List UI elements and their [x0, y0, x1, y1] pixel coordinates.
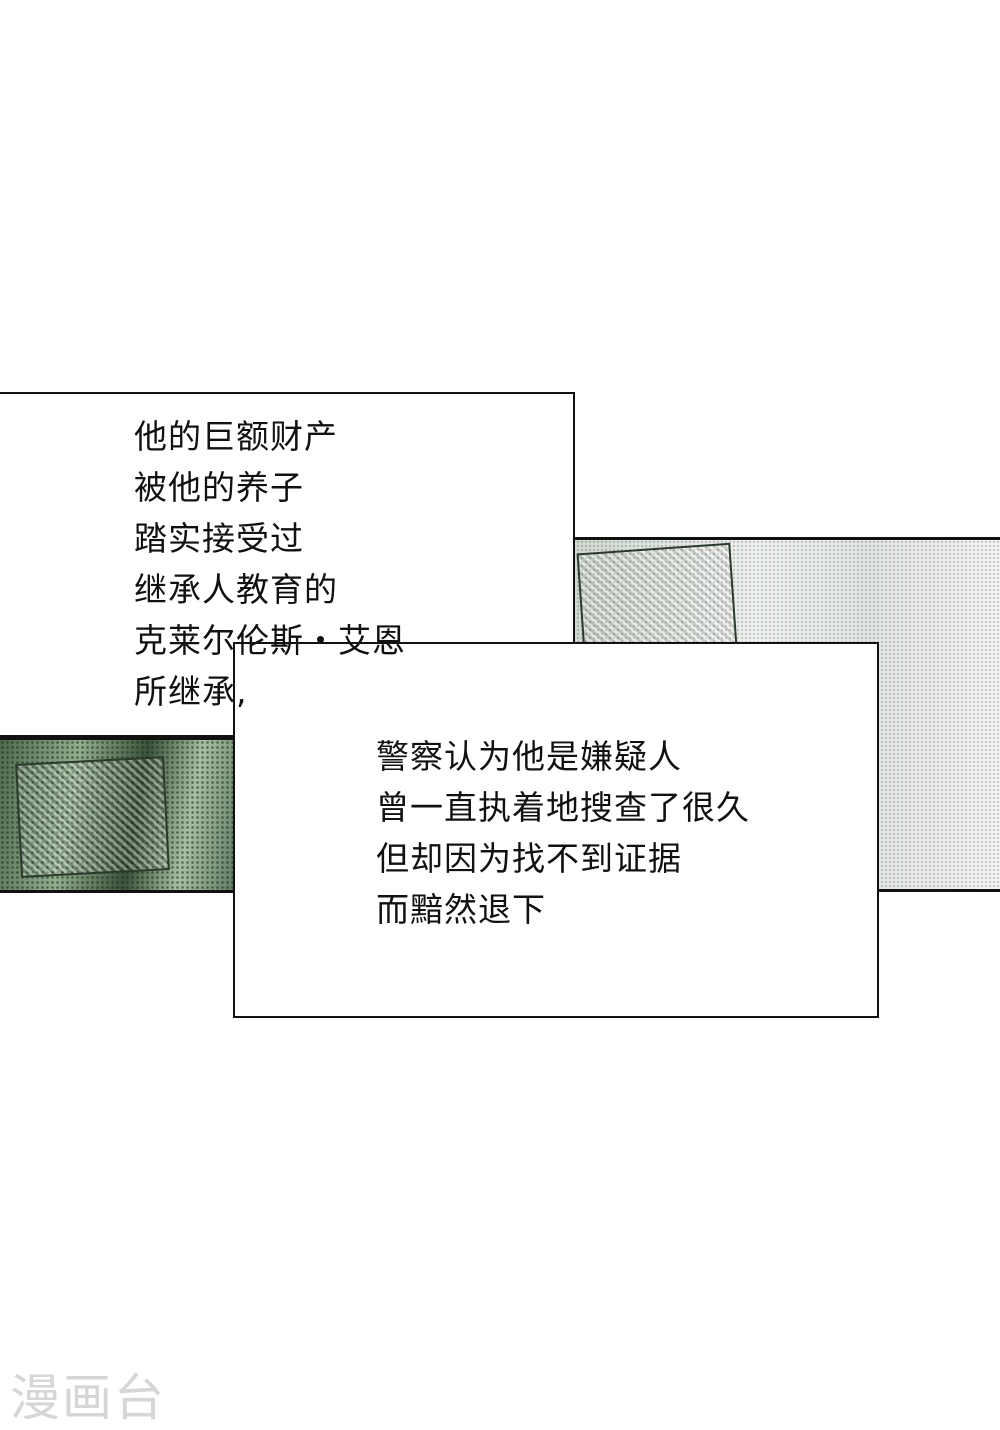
caption-line: 他的巨额财产: [134, 417, 338, 456]
caption-line: 被他的养子: [134, 468, 304, 507]
money-art-panel-left: [0, 737, 245, 893]
caption-line: 所继承,: [134, 672, 248, 711]
caption-line: 曾一直执着地搜查了很久: [376, 788, 750, 827]
watermark-logo: 漫画台: [10, 1369, 166, 1427]
banknote-illustration: [576, 542, 738, 658]
caption-line: 踏实接受过: [134, 519, 304, 558]
caption-line: 警察认为他是嫌疑人: [376, 737, 682, 776]
caption-text-1: 他的巨额财产 被他的养子 踏实接受过 继承人教育的 克莱尔伦斯・艾恩 所继承,: [134, 411, 406, 717]
caption-line: 但却因为找不到证据: [376, 839, 682, 878]
caption-box-2: [233, 642, 879, 1018]
caption-text-2: 警察认为他是嫌疑人 曾一直执着地搜查了很久 但却因为找不到证据 而黯然退下: [376, 731, 750, 935]
caption-line: 而黯然退下: [376, 890, 546, 929]
banknote-illustration: [15, 756, 170, 878]
caption-line: 克莱尔伦斯・艾恩: [134, 621, 406, 660]
caption-line: 继承人教育的: [134, 570, 338, 609]
